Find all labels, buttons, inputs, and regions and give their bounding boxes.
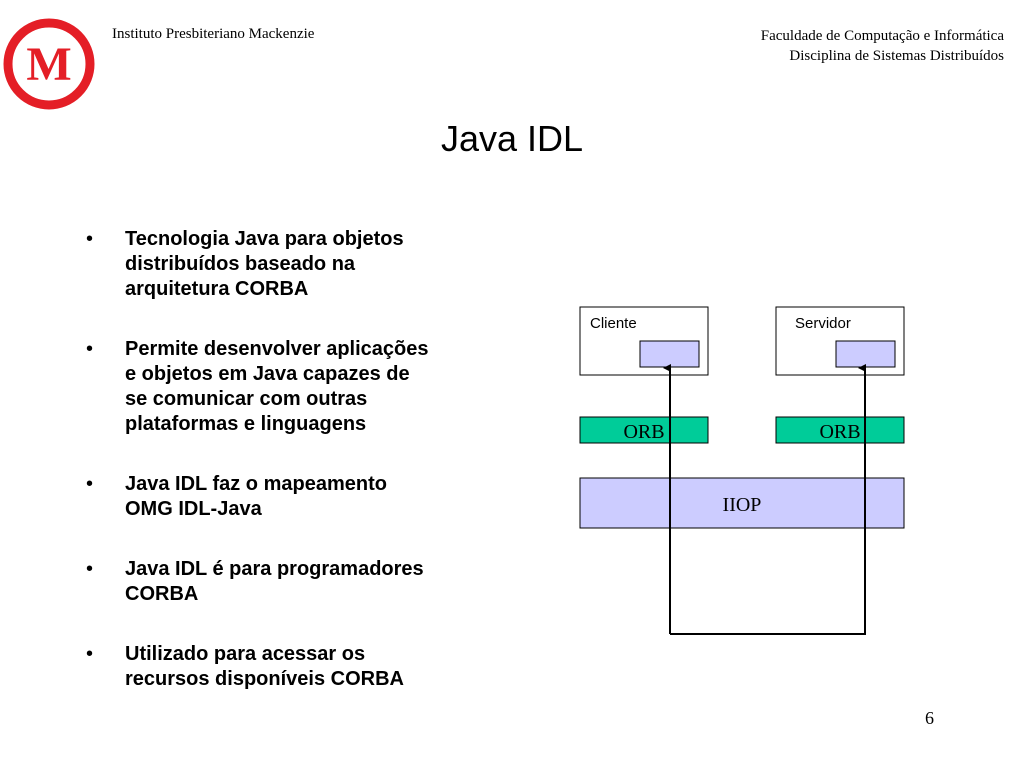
bullet-line: e objetos em Java capazes de bbox=[125, 363, 410, 385]
bullet-line: Utilizado para acessar os bbox=[125, 643, 366, 665]
client-label: Cliente bbox=[590, 315, 637, 332]
bullet-line: Tecnologia Java para objetos bbox=[125, 228, 404, 250]
iiop-bar bbox=[579, 477, 905, 529]
client-orb bbox=[579, 416, 709, 444]
bullet-line: se comunicar com outras bbox=[125, 388, 368, 410]
bullet-line: arquitetura CORBA bbox=[125, 278, 309, 300]
bullet-line: Java IDL faz o mapeamento bbox=[125, 473, 387, 495]
bullet-list: • Tecnologia Java para objetos distribuí… bbox=[86, 227, 496, 727]
bullet-symbol: • bbox=[86, 338, 94, 360]
faculty-header: Faculdade de Computação e Informática Di… bbox=[761, 26, 1004, 66]
bullet-symbol: • bbox=[86, 473, 94, 495]
bullet-item: • Permite desenvolver aplicações e objet… bbox=[86, 337, 496, 437]
bullet-line: distribuídos baseado na bbox=[125, 253, 356, 275]
server-skeleton bbox=[835, 340, 896, 368]
bullet-item: • Java IDL faz o mapeamento OMG IDL-Java bbox=[86, 472, 496, 522]
bullet-item: • Tecnologia Java para objetos distribuí… bbox=[86, 227, 496, 302]
bullet-item: • Java IDL é para programadores CORBA bbox=[86, 557, 496, 607]
faculty-name: Faculdade de Computação e Informática bbox=[760, 28, 1004, 44]
bullet-line: CORBA bbox=[125, 583, 199, 605]
iiop-label: IIOP bbox=[723, 494, 762, 516]
server-orb bbox=[775, 416, 905, 444]
bullet-line: OMG IDL-Java bbox=[125, 498, 262, 520]
request-path-bottom bbox=[670, 364, 866, 635]
server-label: Servidor bbox=[795, 315, 851, 332]
bullet-line: recursos disponíveis CORBA bbox=[125, 668, 404, 690]
bullet-item: • Utilizado para acessar os recursos dis… bbox=[86, 642, 496, 692]
bullet-line: plataformas e linguagens bbox=[125, 413, 367, 435]
client-orb-label: ORB bbox=[623, 421, 664, 443]
course-name: Disciplina de Sistemas Distribuídos bbox=[789, 48, 1004, 64]
bullet-line: Java IDL é para programadores bbox=[125, 558, 424, 580]
bullet-line: Permite desenvolver aplicações bbox=[125, 338, 429, 360]
slide-title: Java IDL bbox=[440, 118, 584, 159]
mackenzie-logo: M bbox=[3, 18, 95, 110]
page-number: 6 bbox=[925, 708, 934, 728]
corba-diagram: Cliente Servidor ORB ORB IIOP bbox=[579, 306, 905, 635]
bullet-symbol: • bbox=[86, 643, 94, 665]
logo-letter: M bbox=[26, 38, 71, 91]
client-stub bbox=[639, 340, 700, 368]
bullet-symbol: • bbox=[86, 558, 94, 580]
server-orb-label: ORB bbox=[819, 421, 860, 443]
institution-name: Instituto Presbiteriano Mackenzie bbox=[112, 26, 315, 42]
bullet-symbol: • bbox=[86, 228, 94, 250]
